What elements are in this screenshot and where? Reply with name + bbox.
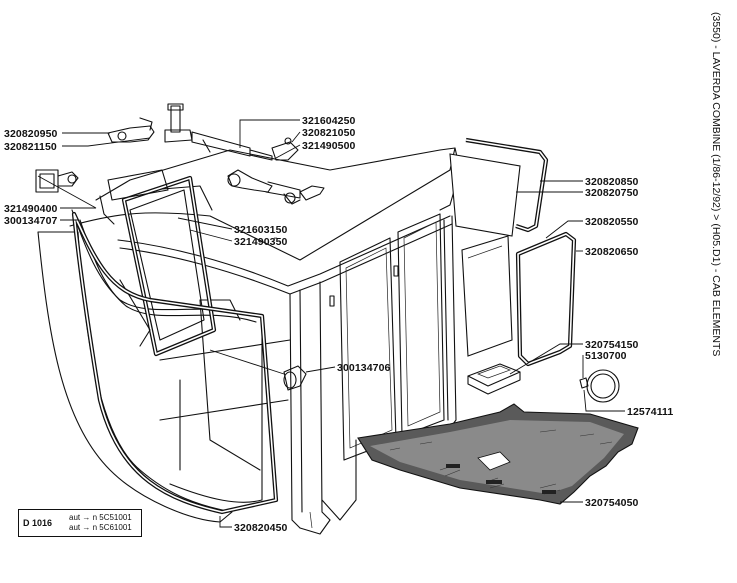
serial-range-1: aut → n 5C51001 (69, 513, 132, 522)
serial-range-2: aut → n 5C61001 (69, 523, 132, 532)
label-321603150: 321603150 (234, 224, 288, 236)
gas-strut-assembly (107, 103, 325, 205)
label-320821050: 320821050 (302, 127, 356, 139)
label-320820450: 320820450 (234, 522, 288, 534)
latch-cylinder (283, 365, 307, 391)
rear-window-seal (465, 137, 549, 233)
logo-badge-icon (579, 369, 620, 403)
door-seal-large (71, 211, 279, 515)
label-320820750: 320820750 (585, 187, 639, 199)
label-320754150: 320754150 (585, 339, 639, 351)
interior-light (467, 363, 521, 395)
side-window-seal (515, 231, 577, 367)
label-320820650: 320820650 (585, 246, 639, 258)
door-glass-seal (107, 169, 217, 357)
label-321490400: 321490400 (4, 203, 58, 215)
leader-lines (37, 119, 625, 528)
label-320820850: 320820850 (585, 176, 639, 188)
part-number-labels: 320820950 320821150 321604250 320821050 … (4, 115, 673, 534)
diagram-reference-box: D 1016 aut → n 5C51001 aut → n 5C61001 (18, 509, 142, 537)
page-title: (3550) - LAVERDA COMBINE (1/86-12/92) > … (700, 10, 730, 570)
label-300134706: 300134706 (337, 362, 391, 374)
label-12574111: 12574111 (627, 406, 673, 418)
exploded-parts-diagram: 320820950 320821150 321604250 320821050 … (4, 103, 673, 535)
label-320820950: 320820950 (4, 128, 58, 140)
label-5130700: 5130700 (585, 350, 627, 362)
page-title-text: (3550) - LAVERDA COMBINE (1/86-12/92) > … (710, 12, 722, 357)
front-windscreen (37, 209, 263, 523)
label-320821150: 320821150 (4, 141, 57, 153)
diagram-code: D 1016 (23, 518, 53, 528)
label-321604250: 321604250 (302, 115, 356, 127)
label-320754050: 320754050 (585, 497, 639, 509)
left-latch (35, 169, 79, 193)
floor-mat-icon (357, 403, 639, 505)
label-300134707: 300134707 (4, 215, 58, 227)
rear-window-glass (449, 153, 521, 237)
label-320820550: 320820550 (585, 216, 639, 228)
label-321490500: 321490500 (302, 140, 356, 152)
label-321490350: 3214903̄50 (234, 236, 288, 248)
side-window-glass (461, 235, 513, 357)
